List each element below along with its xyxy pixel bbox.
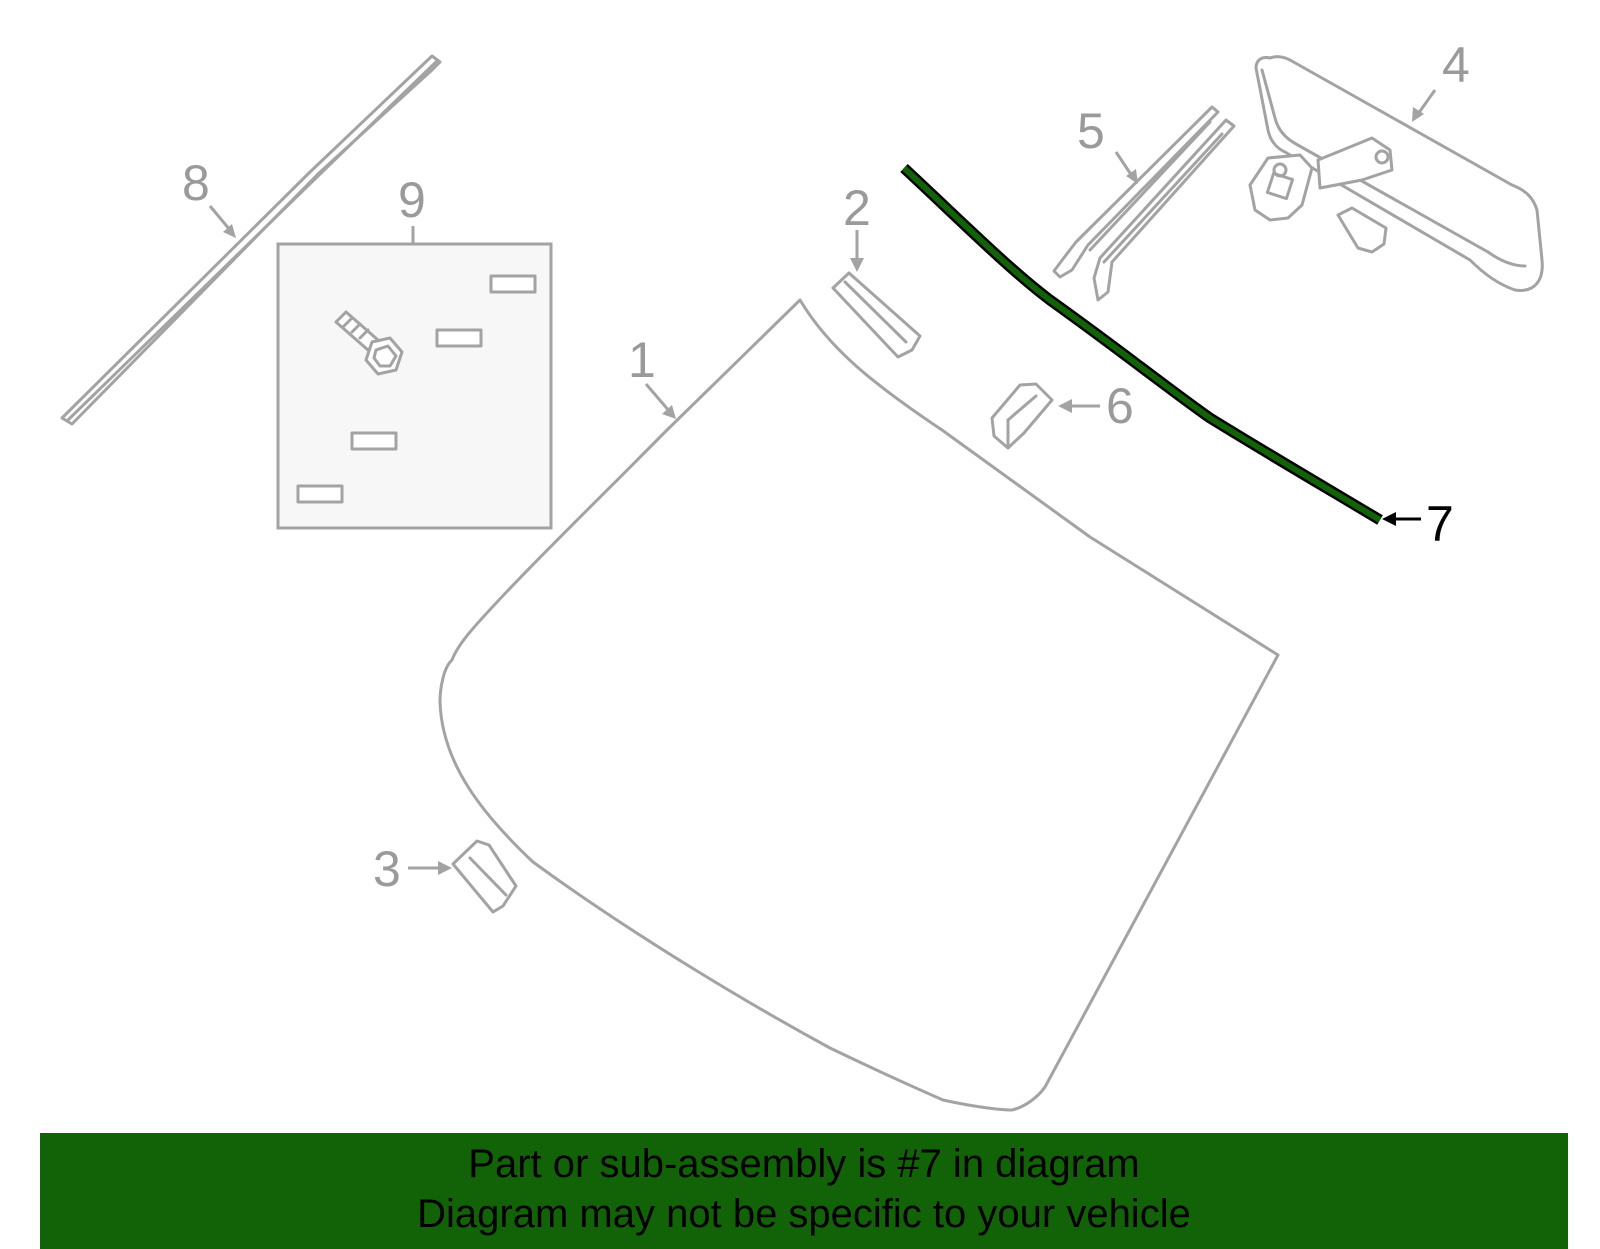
callout-3: 3: [373, 841, 452, 897]
callout-3-label: 3: [373, 841, 401, 897]
part-6-spacer[interactable]: [990, 382, 1054, 450]
part-8-strip[interactable]: [60, 54, 442, 426]
callout-7-label: 7: [1426, 496, 1454, 552]
callout-2: 2: [843, 180, 871, 272]
callout-9-label: 9: [398, 172, 426, 228]
callout-4-label: 4: [1442, 37, 1470, 93]
callout-5: 5: [1077, 103, 1138, 184]
part-1-windshield[interactable]: [438, 298, 1280, 1112]
footer-line-2: Diagram may not be specific to your vehi…: [417, 1192, 1191, 1236]
footer-banner: Part or sub-assembly is #7 in diagram Di…: [40, 1133, 1568, 1249]
callout-9: 9: [398, 172, 426, 244]
footer-line-1: Part or sub-assembly is #7 in diagram: [468, 1142, 1140, 1186]
part-4-mirror[interactable]: [1248, 55, 1544, 292]
callout-4: 4: [1412, 37, 1470, 122]
callout-1: 1: [628, 332, 676, 419]
callout-8-label: 8: [182, 155, 210, 211]
callout-2-label: 2: [843, 180, 871, 236]
part-3-clip[interactable]: [451, 839, 518, 914]
bolt-icon: [334, 310, 404, 376]
part-9-kit[interactable]: [276, 242, 553, 530]
part-5-bracket[interactable]: [1052, 105, 1236, 302]
part-2-clip[interactable]: [831, 271, 922, 359]
callout-5-label: 5: [1077, 103, 1105, 159]
callout-7: 7: [1382, 496, 1454, 552]
callout-6-label: 6: [1106, 378, 1134, 434]
callout-8: 8: [182, 155, 236, 238]
callout-6: 6: [1058, 378, 1134, 434]
part-7-molding[interactable]: [900, 163, 1383, 525]
callout-1-label: 1: [628, 332, 656, 388]
